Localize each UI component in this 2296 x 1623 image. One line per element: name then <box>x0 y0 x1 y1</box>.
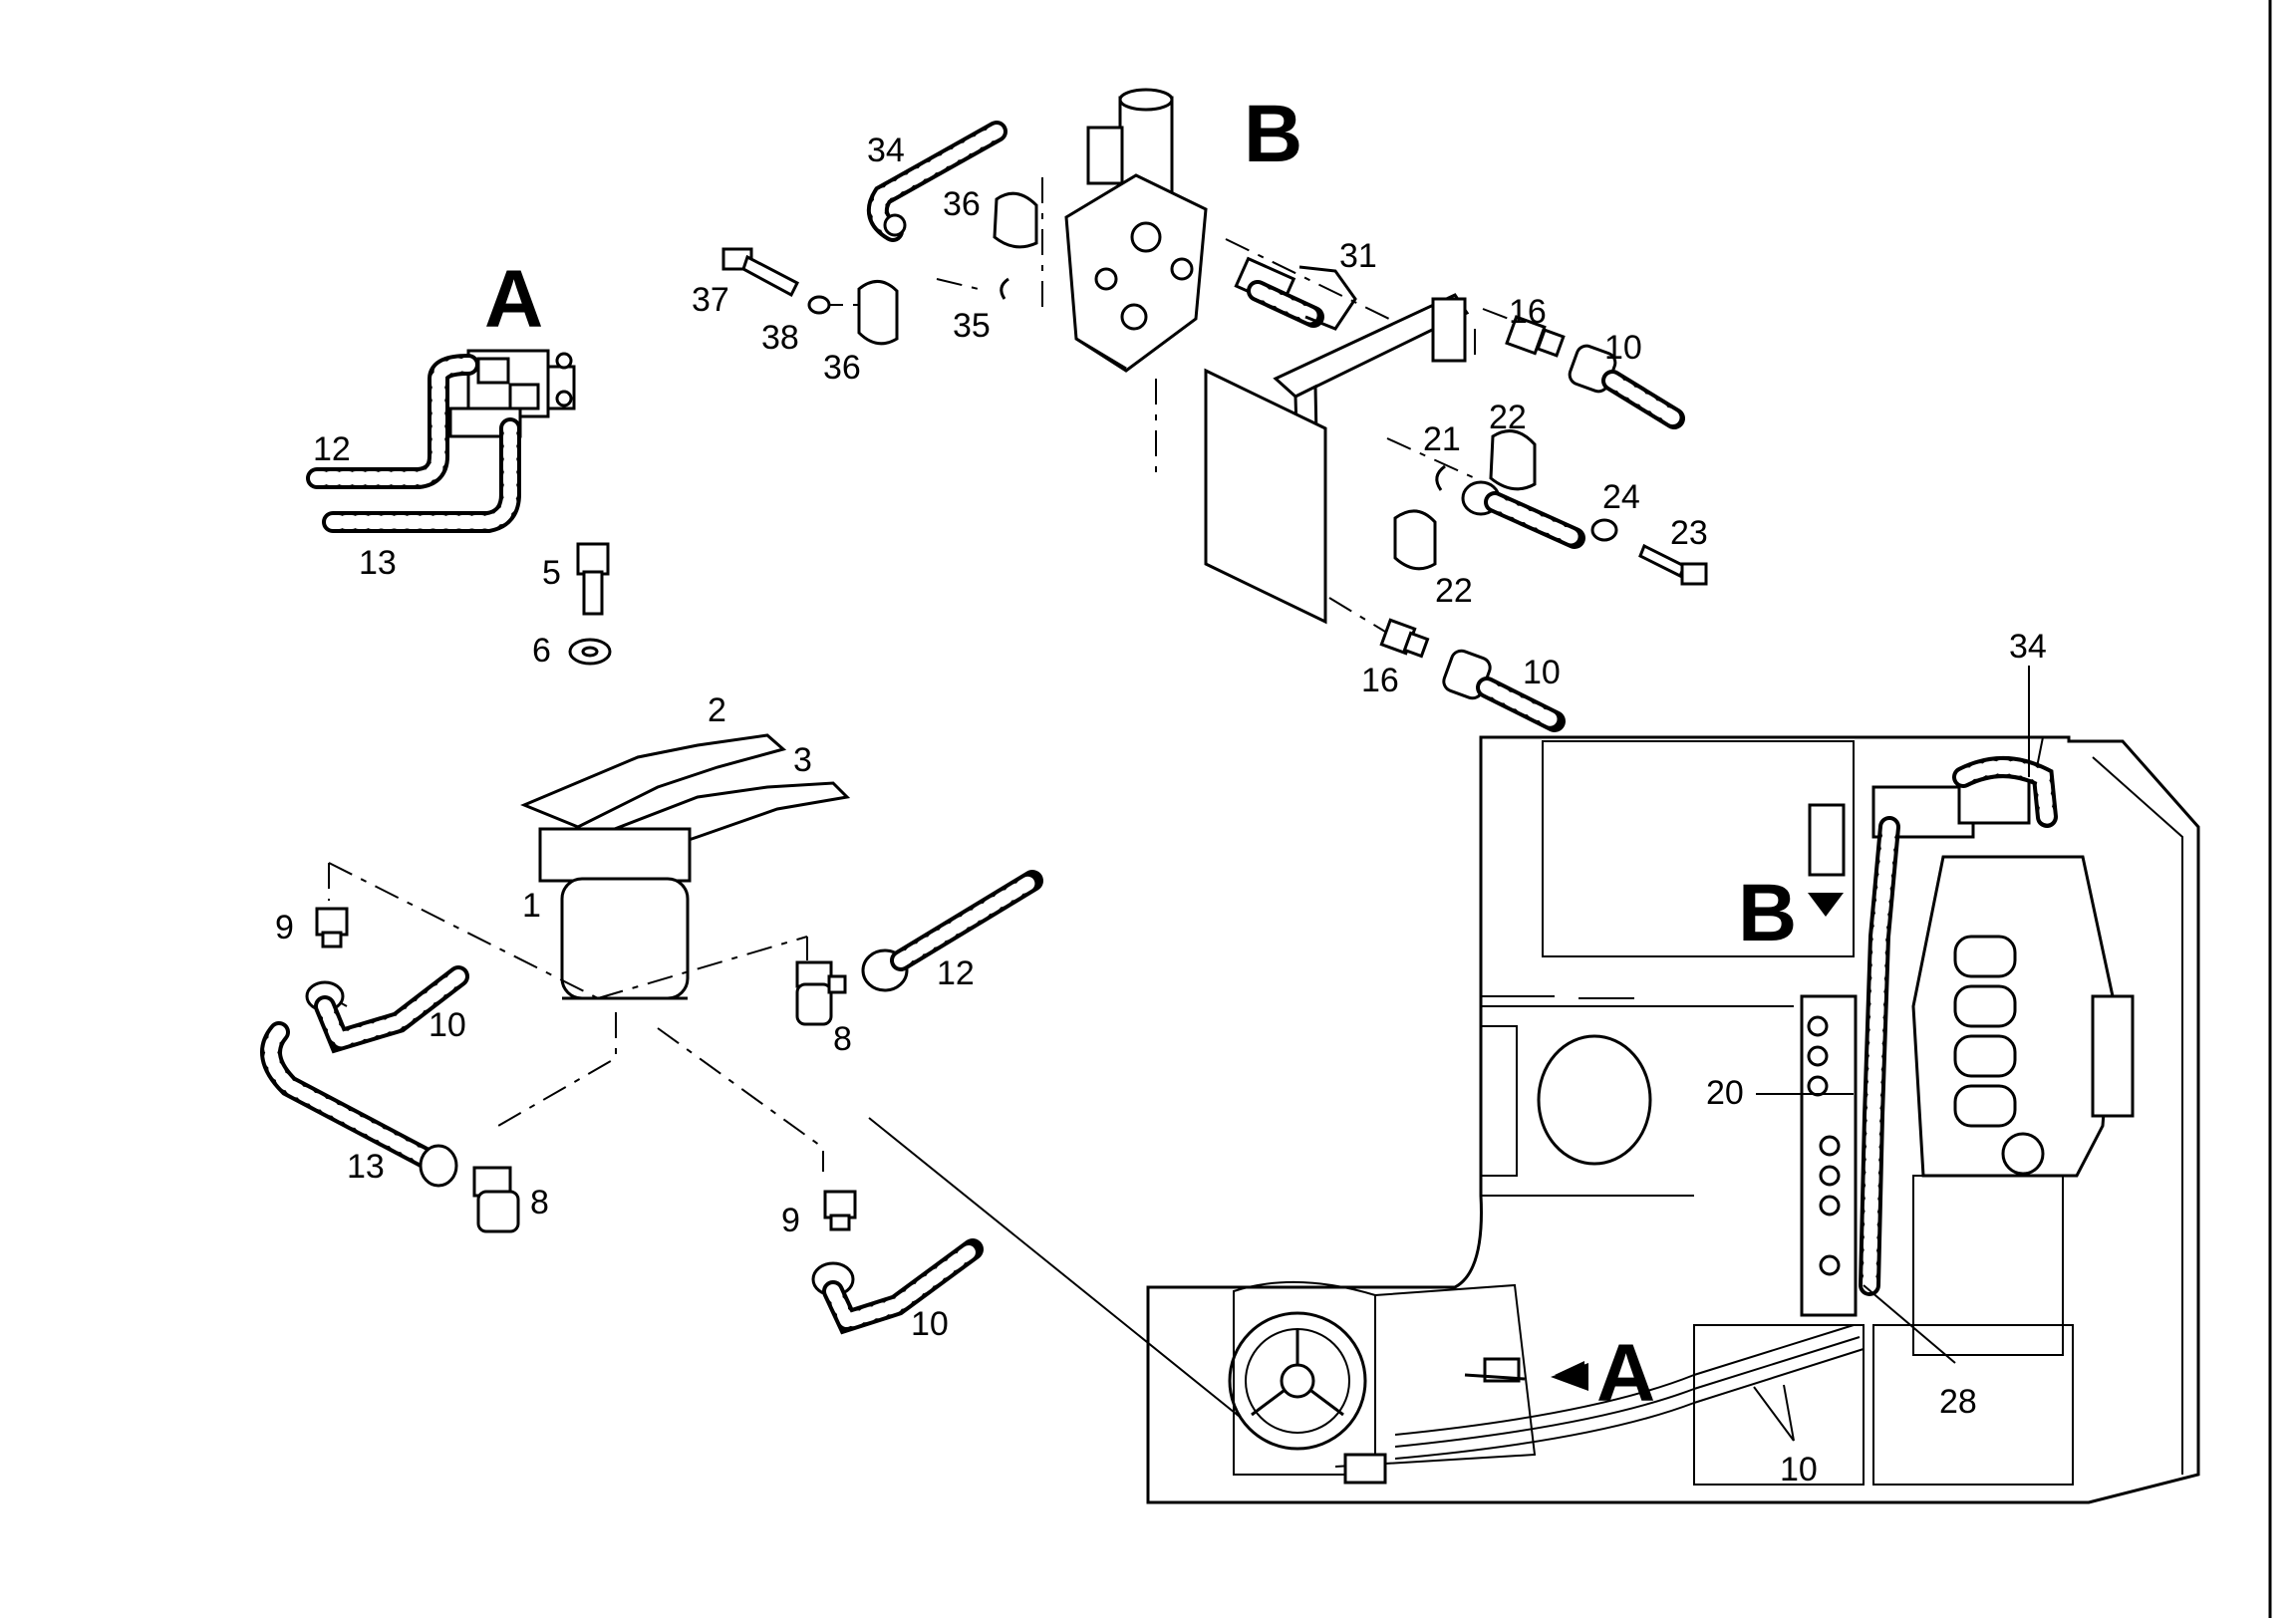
pedal-2 <box>520 733 787 829</box>
hose-12-right <box>861 870 1043 992</box>
callout-16-upper: 16 <box>1509 293 1547 331</box>
callout-2: 2 <box>708 691 726 729</box>
view-b-exploded: B <box>692 88 1708 732</box>
bolt-5 <box>576 542 610 616</box>
callout-35: 35 <box>953 307 991 345</box>
callout-22-b: 22 <box>1435 572 1473 610</box>
view-b-marker: B <box>1738 868 1797 958</box>
callout-20: 20 <box>1706 1074 1744 1112</box>
washer-38 <box>807 295 831 315</box>
callout-31: 31 <box>1339 237 1377 275</box>
callout-9-left: 9 <box>275 909 294 947</box>
split-flange-36-a <box>993 191 1038 249</box>
callout-36-b: 36 <box>823 349 861 387</box>
view-a-inset: A 12 13 <box>306 254 576 582</box>
callout-10-upper: 10 <box>1604 329 1642 367</box>
callout-23: 23 <box>1670 514 1708 552</box>
o-ring-21 <box>1435 464 1446 491</box>
callout-28: 28 <box>1939 1383 1977 1421</box>
callout-12-right: 12 <box>937 954 975 992</box>
bolt-37 <box>721 247 800 298</box>
callout-10-lower-left: 10 <box>911 1305 949 1343</box>
wheel-arch <box>1537 1034 1652 1166</box>
callout-21: 21 <box>1423 420 1461 458</box>
valve-b-installed <box>1808 756 2058 877</box>
view-a-title: A <box>484 254 543 345</box>
callout-24: 24 <box>1602 478 1640 516</box>
tee-fitting-8-left <box>472 1166 520 1233</box>
vehicle-plan-view: B A 34 20 28 10 <box>1146 628 2200 1504</box>
hose-10-lower-left <box>811 1238 984 1335</box>
brake-valve-assembly: 5 6 2 3 1 9 10 13 8 8 12 9 10 <box>260 542 1043 1343</box>
callout-37: 37 <box>692 281 729 319</box>
callout-1: 1 <box>522 887 541 925</box>
callout-38: 38 <box>761 319 799 357</box>
hose-flange-center <box>1461 480 1585 549</box>
callout-22-a: 22 <box>1489 399 1527 436</box>
mounting-plate <box>1204 368 1327 625</box>
callout-16-lower: 16 <box>1361 662 1399 699</box>
callout-8-left: 8 <box>530 1184 549 1221</box>
valve-a-installed <box>1464 1357 1526 1383</box>
hose-13-a <box>322 417 521 533</box>
fitting-9-lower <box>823 1190 857 1231</box>
callout-13-a: 13 <box>359 544 397 582</box>
hose-10-lower <box>1442 649 1566 732</box>
callout-13-left: 13 <box>347 1148 385 1186</box>
hose-12-a <box>306 354 479 489</box>
hose-31 <box>1234 256 1357 331</box>
callout-10-vehicle: 10 <box>1780 1451 1818 1488</box>
callout-5: 5 <box>542 554 561 592</box>
split-flange-22-b <box>1393 509 1437 571</box>
callout-3: 3 <box>793 741 812 779</box>
hose-13-left <box>260 1021 458 1188</box>
leader-line-a <box>868 1117 1241 1418</box>
hose-34-top <box>866 121 1007 242</box>
adapter-16-lower <box>1379 618 1430 659</box>
brake-valve-body <box>538 827 692 1000</box>
engine-block <box>1911 855 2135 1356</box>
callout-8-right: 8 <box>833 1020 852 1058</box>
tee-fitting-8-right <box>795 960 847 1026</box>
view-a-marker: A <box>1596 1328 1655 1419</box>
callout-12-a: 12 <box>313 430 351 468</box>
steering-wheel <box>1228 1280 1376 1476</box>
callout-6: 6 <box>532 632 551 670</box>
hose-10-left <box>305 965 469 1054</box>
fitting-9-left <box>315 907 349 948</box>
hose-10-upper <box>1568 344 1685 429</box>
callout-34-vehicle: 34 <box>2009 628 2047 666</box>
split-flange-36-b <box>857 280 899 346</box>
callout-9-lower: 9 <box>781 1202 800 1239</box>
view-b-title: B <box>1244 89 1302 179</box>
washer-6 <box>568 638 612 666</box>
split-flange-22-a <box>1489 429 1537 491</box>
arrow-b-down-icon <box>1808 893 1844 917</box>
callout-36-a: 36 <box>943 185 981 223</box>
lever-panel-20 <box>1800 994 1858 1317</box>
callout-10-lower: 10 <box>1523 654 1561 691</box>
valve-block-a <box>448 349 576 438</box>
adapter-16-upper <box>1505 315 1566 358</box>
washer-24 <box>1590 518 1618 542</box>
bolt-23 <box>1638 543 1708 586</box>
callout-10-left: 10 <box>429 1006 466 1044</box>
callout-34-top: 34 <box>867 132 905 169</box>
control-valve-body <box>1064 88 1208 373</box>
o-ring-35 <box>1000 277 1009 300</box>
